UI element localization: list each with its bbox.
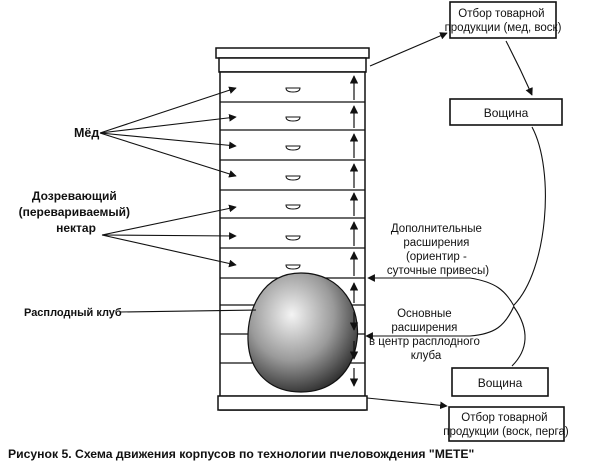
foundation-bottom-box	[451, 367, 549, 397]
main-line-3: в центр расплодного	[369, 336, 480, 348]
main-line-2: расширения	[391, 322, 457, 334]
additional-line-3: (ориентир -	[406, 251, 467, 263]
ripening-line-3: нектар	[56, 221, 96, 235]
honey-leader-lines	[99, 86, 237, 178]
svg-text:Дозревающий (перевариваемы: Дозревающий (перевариваемый) нектар	[19, 189, 134, 235]
svg-text:Дополнительные расширения: Дополнительные расширения (ориентир - су…	[387, 223, 489, 277]
main-line-4: клуба	[411, 350, 442, 362]
box-handle	[285, 145, 301, 151]
curve-node-to-main	[365, 305, 515, 340]
bottom-harvest-box	[448, 406, 565, 442]
ripening-leader-1	[101, 204, 237, 236]
box-handle	[285, 235, 301, 241]
curve-foundation-top-to-node	[513, 126, 546, 306]
box-handle	[285, 87, 301, 93]
svg-text:Основные расширения в: Основные расширения в центр расплодного …	[369, 308, 483, 362]
honey-leader-4	[99, 132, 237, 178]
bottom-harvest-line-1: Отбор товарной	[461, 412, 547, 424]
box-handle	[285, 175, 301, 181]
top-harvest-line-1: Отбор товарной	[458, 8, 544, 20]
curve-foundation-bottom-to-node	[511, 306, 526, 367]
honey-leader-2	[99, 113, 237, 134]
foundation-top-box	[449, 98, 563, 126]
additional-line-4: суточные привесы)	[387, 265, 489, 277]
top-harvest-box	[449, 1, 557, 39]
hive-roof	[215, 47, 370, 59]
brood-label: Расплодный клуб	[24, 307, 122, 319]
curve-node-to-additional	[367, 274, 515, 307]
box-handle	[285, 264, 301, 270]
foundation-bottom-label: Вощина	[478, 376, 523, 390]
brood-leader-line	[119, 309, 257, 313]
additional-line-2: расширения	[403, 237, 469, 249]
ripening-leader-2	[101, 232, 237, 240]
hive-bottom-board	[217, 395, 368, 411]
ripening-leader-3	[101, 234, 237, 268]
honey-leader-1	[99, 86, 237, 134]
figure-caption: Рисунок 5. Схема движения корпусов по те…	[8, 447, 474, 461]
honey-leader-3	[99, 132, 237, 150]
brood-cluster-shape	[247, 272, 359, 393]
svg-text:Отбор товарной продукции (: Отбор товарной продукции (воск, перга)	[443, 412, 569, 438]
ripening-line-1: Дозревающий	[32, 189, 117, 203]
hive-handles	[285, 87, 301, 387]
svg-text:Отбор товарной продукции (: Отбор товарной продукции (мед, воск)	[445, 8, 562, 34]
bottom-harvest-line-2: продукции (воск, перга)	[443, 426, 569, 438]
honey-label: Мёд	[74, 126, 99, 140]
foundation-top-label: Вощина	[484, 106, 529, 120]
main-line-1: Основные	[397, 308, 452, 320]
box-handle	[285, 204, 301, 210]
arrow-to-top-harvest	[369, 32, 448, 67]
right-connectors	[365, 32, 546, 410]
ripening-line-2: (перевариваемый)	[19, 205, 130, 219]
hive-roof-lower	[218, 57, 367, 73]
ripening-leader-lines	[101, 204, 237, 268]
additional-line-1: Дополнительные	[391, 223, 482, 235]
arrow-harvest-to-foundation	[505, 40, 533, 96]
arrow-to-bottom-harvest	[366, 397, 448, 410]
top-harvest-line-2: продукции (мед, воск)	[445, 22, 562, 34]
box-handle	[285, 116, 301, 122]
